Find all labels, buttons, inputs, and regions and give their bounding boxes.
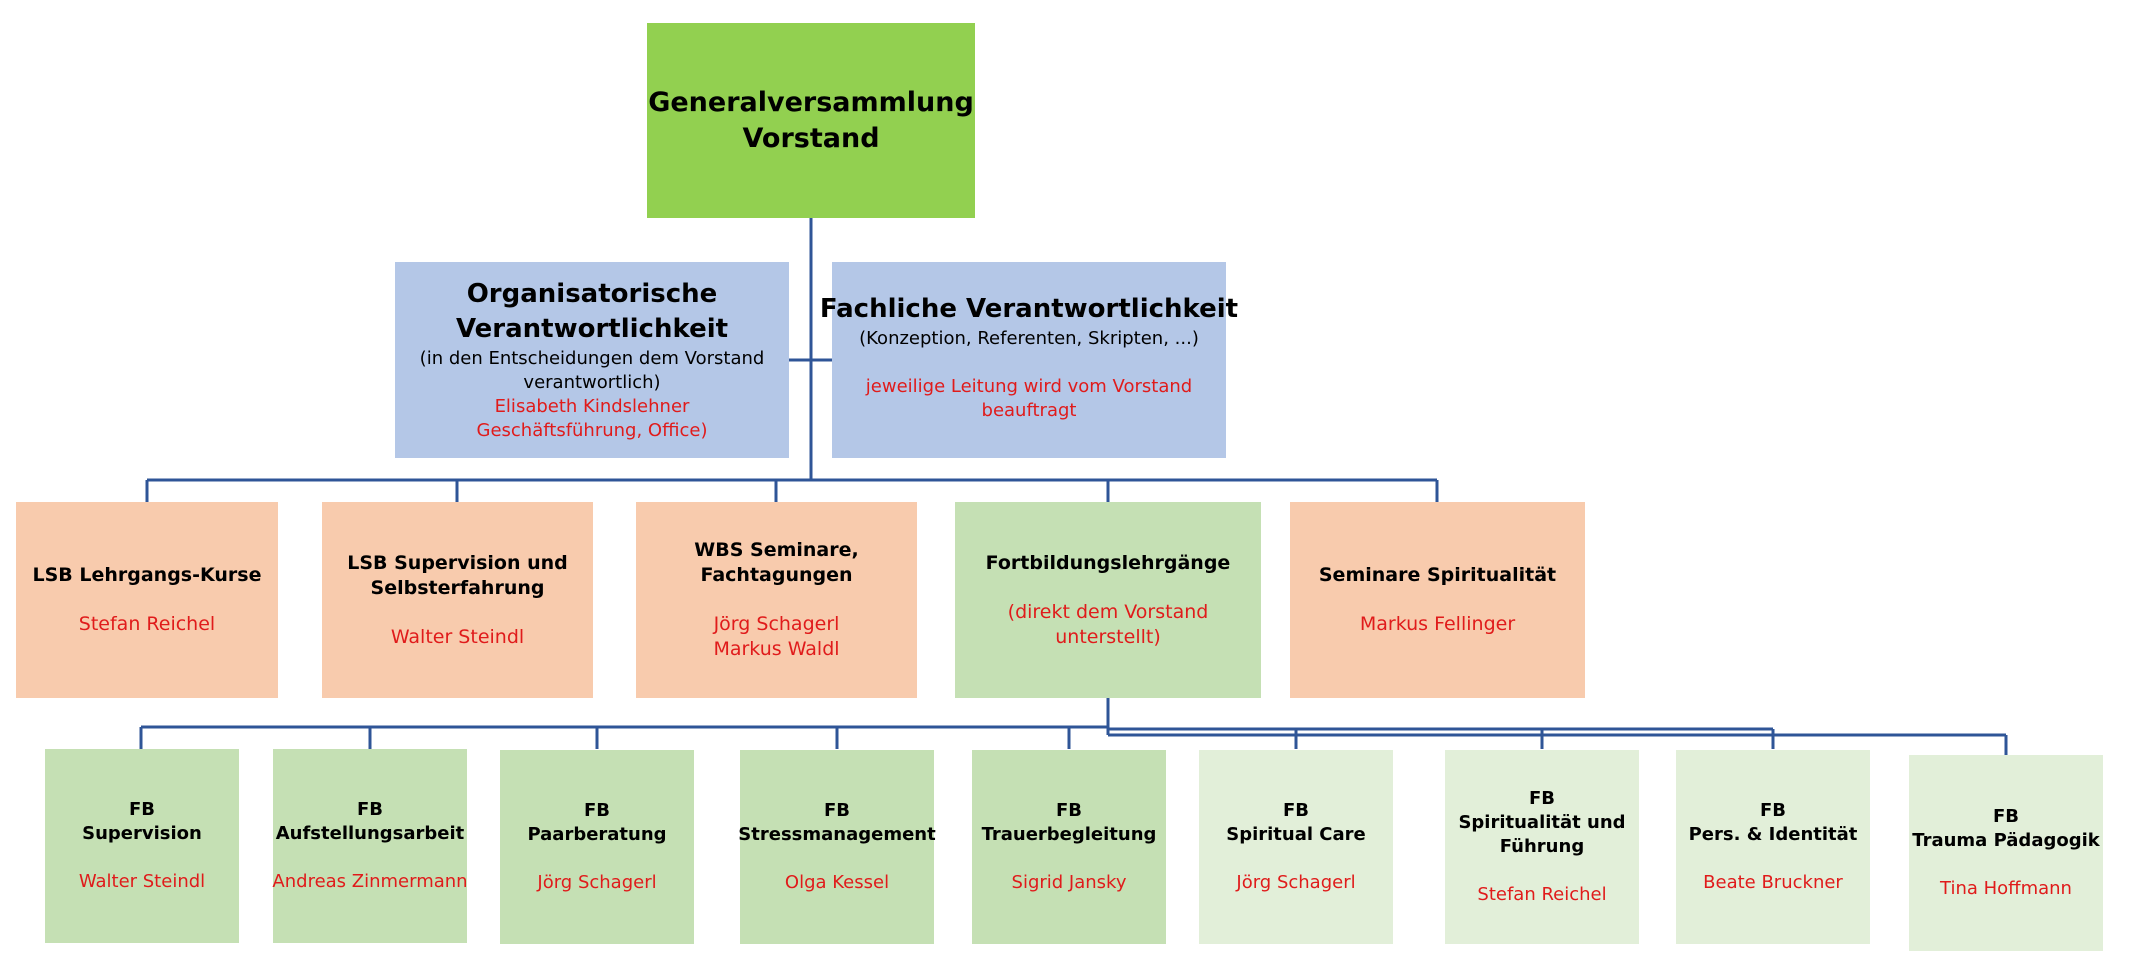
org-person-line2: Geschäftsführung, Office) bbox=[476, 420, 708, 441]
fach-note-line1: jeweilige Leitung wird vom Vorstand bbox=[865, 376, 1193, 397]
fb-name: Spiritual Care bbox=[1226, 824, 1366, 845]
fb-label: FB bbox=[583, 800, 610, 821]
fb-person: Tina Hoffmann bbox=[1940, 878, 2072, 899]
unit-note: unterstellt) bbox=[1055, 625, 1161, 648]
fb-name: Führung bbox=[1499, 836, 1585, 857]
unit-name: Fortbildungslehrgänge bbox=[985, 551, 1231, 574]
fb-person: Beate Bruckner bbox=[1703, 872, 1843, 893]
fb-label: FB bbox=[1992, 806, 2019, 827]
fb-label: FB bbox=[356, 799, 383, 820]
box-fb-spiritual-care: FB Spiritual Care Jörg Schagerl bbox=[1199, 750, 1393, 944]
box-lsb-supervision-selbsterfahrung: LSB Supervision und Selbsterfahrung Walt… bbox=[322, 502, 593, 698]
fb-name: Paarberatung bbox=[527, 824, 667, 845]
fach-sub: (Konzeption, Referenten, Skripten, ...) bbox=[859, 328, 1199, 349]
fb-name: Pers. & Identität bbox=[1688, 824, 1858, 845]
fb-name: Trauerbegleitung bbox=[981, 824, 1157, 845]
fb-person: Stefan Reichel bbox=[1477, 884, 1607, 905]
box-fb-stressmanagement: FB Stressmanagement Olga Kessel bbox=[738, 750, 936, 944]
box-fb-spiritualitaet-fuehrung: FB Spiritualität und Führung Stefan Reic… bbox=[1445, 750, 1639, 944]
unit-name: Selbsterfahrung bbox=[370, 576, 545, 599]
box-generalversammlung: Generalversammlung Vorstand bbox=[647, 23, 975, 218]
box-wbs-seminare-fachtagungen: WBS Seminare, Fachtagungen Jörg Schagerl… bbox=[636, 502, 917, 698]
fb-person: Sigrid Jansky bbox=[1011, 872, 1127, 893]
org-sub-line1: (in den Entscheidungen dem Vorstand bbox=[419, 348, 765, 369]
box-fb-supervision: FB Supervision Walter Steindl bbox=[45, 749, 239, 943]
org-sub-line2: verantwortlich) bbox=[523, 372, 661, 393]
fach-note-line2: beauftragt bbox=[981, 400, 1077, 421]
fb-person: Andreas Zinmermann bbox=[272, 871, 468, 892]
fb-name: Aufstellungsarbeit bbox=[275, 823, 465, 844]
fb-name: Supervision bbox=[82, 823, 202, 844]
org-person-line1: Elisabeth Kindslehner bbox=[494, 396, 690, 417]
unit-person: Markus Fellinger bbox=[1359, 613, 1516, 635]
box-fortbildungslehrgaenge: Fortbildungslehrgänge (direkt dem Vorsta… bbox=[955, 502, 1261, 698]
unit-name: Seminare Spiritualität bbox=[1318, 564, 1557, 586]
box-fb-trauerbegleitung: FB Trauerbegleitung Sigrid Jansky bbox=[972, 750, 1166, 944]
unit-name: LSB Supervision und bbox=[347, 551, 568, 574]
org-title-line2: Verantwortlichkeit bbox=[455, 314, 729, 344]
fb-person: Olga Kessel bbox=[784, 872, 890, 893]
fb-label: FB bbox=[128, 799, 155, 820]
box-fachliche-verantwortlichkeit: Fachliche Verantwortlichkeit (Konzeption… bbox=[820, 262, 1238, 458]
org-title-line1: Organisatorische bbox=[466, 279, 718, 309]
vorstand-label: Vorstand bbox=[742, 122, 880, 154]
box-organisatorische-verantwortlichkeit: Organisatorische Verantwortlichkeit (in … bbox=[395, 262, 789, 458]
box-seminare-spiritualitaet: Seminare Spiritualität Markus Fellinger bbox=[1290, 502, 1585, 698]
box-fb-trauma-paedagogik: FB Trauma Pädagogik Tina Hoffmann bbox=[1909, 755, 2103, 951]
box-fb-paarberatung: FB Paarberatung Jörg Schagerl bbox=[500, 750, 694, 944]
box-lsb-lehrgangs-kurse: LSB Lehrgangs-Kurse Stefan Reichel bbox=[16, 502, 278, 698]
fb-person: Jörg Schagerl bbox=[1236, 872, 1356, 893]
unit-name: WBS Seminare, bbox=[694, 539, 859, 561]
fach-title: Fachliche Verantwortlichkeit bbox=[819, 294, 1239, 324]
fb-label: FB bbox=[1528, 788, 1555, 809]
fb-label: FB bbox=[1282, 800, 1309, 821]
fb-person: Jörg Schagerl bbox=[537, 872, 657, 893]
fb-label: FB bbox=[1055, 800, 1082, 821]
generalversammlung-label: Generalversammlung bbox=[648, 86, 974, 118]
fb-name: Trauma Pädagogik bbox=[1912, 830, 2100, 851]
unit-person: Stefan Reichel bbox=[78, 613, 216, 635]
fb-name: Stressmanagement bbox=[738, 824, 936, 845]
unit-person: Markus Waldl bbox=[713, 638, 840, 660]
fb-label: FB bbox=[823, 800, 850, 821]
fb-label: FB bbox=[1759, 800, 1786, 821]
unit-name: LSB Lehrgangs-Kurse bbox=[32, 564, 262, 586]
unit-name: Fachtagungen bbox=[700, 564, 853, 586]
unit-note: (direkt dem Vorstand bbox=[1007, 600, 1209, 623]
box-fb-aufstellungsarbeit: FB Aufstellungsarbeit Andreas Zinmermann bbox=[272, 749, 468, 943]
unit-person: Walter Steindl bbox=[390, 625, 525, 648]
box-fb-pers-identitaet: FB Pers. & Identität Beate Bruckner bbox=[1676, 750, 1870, 944]
unit-person: Jörg Schagerl bbox=[713, 613, 840, 635]
fb-person: Walter Steindl bbox=[78, 871, 206, 892]
fb-name: Spiritualität und bbox=[1458, 812, 1626, 833]
